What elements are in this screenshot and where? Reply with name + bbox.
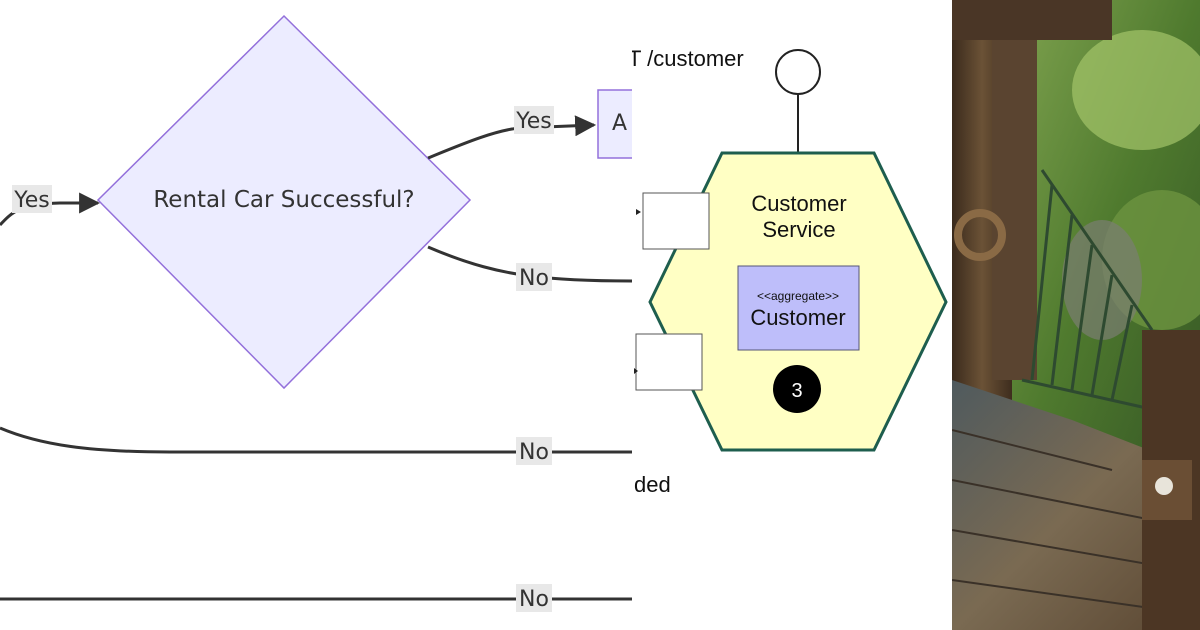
- hexagon-canvas: T /customer Customer Service <<aggregate…: [632, 46, 948, 497]
- decision-label: Rental Car Successful?: [153, 187, 414, 213]
- arrow-tip-upper: [636, 209, 641, 215]
- hexagon-panel: T /customer Customer Service <<aggregate…: [632, 0, 952, 630]
- flowchart-panel: Yes Rental Car Successful? Yes A No No N…: [0, 14, 632, 612]
- top-yes-label-bg: [514, 106, 554, 134]
- middle-no-label: No: [519, 266, 549, 291]
- bottom-no-label: No: [519, 587, 549, 612]
- port-box-lower[interactable]: [635, 333, 703, 391]
- step-badge-number: 3: [791, 380, 802, 402]
- rope-coil: [954, 209, 1006, 261]
- bottom-no-label-bg: [516, 584, 552, 612]
- endpoint-label: T /customer: [632, 46, 744, 71]
- lower-no-label: No: [519, 440, 549, 465]
- port-box-upper[interactable]: [642, 192, 710, 250]
- aggregate-stereotype: <<aggregate>>: [757, 289, 839, 303]
- aggregate-box[interactable]: [737, 265, 860, 351]
- decision-diamond[interactable]: [96, 14, 472, 390]
- clipped-node[interactable]: [597, 89, 632, 159]
- flowchart-canvas: Yes Rental Car Successful? Yes A No No N…: [0, 14, 632, 612]
- step-badge: [773, 365, 821, 413]
- photo-canvas: [952, 0, 1200, 630]
- treehouse-photo: [952, 0, 1200, 630]
- post-light-icon: [1155, 477, 1173, 495]
- arrow-tip-lower: [634, 368, 638, 374]
- rock-outcrop: [1062, 220, 1142, 340]
- lower-no-edge: [0, 426, 632, 454]
- foliage-clump: [1072, 30, 1200, 150]
- service-label-line1: Customer: [751, 191, 846, 216]
- incoming-yes-label-bg: [12, 185, 52, 213]
- interface-circle-icon[interactable]: [775, 49, 821, 95]
- bottom-clipped-label: ded: [634, 472, 671, 497]
- service-label-line2: Service: [762, 217, 835, 242]
- top-yes-edge: [427, 115, 597, 160]
- wooden-beam-top: [952, 0, 1112, 40]
- clipped-node-label: A: [612, 111, 627, 136]
- middle-no-label-bg: [516, 263, 552, 291]
- top-yes-label: Yes: [515, 109, 552, 134]
- wooden-beam: [992, 0, 1037, 380]
- lower-no-label-bg: [516, 437, 552, 465]
- metal-railing: [1021, 169, 1200, 422]
- aggregate-name: Customer: [750, 305, 845, 330]
- incoming-yes-label: Yes: [13, 188, 50, 213]
